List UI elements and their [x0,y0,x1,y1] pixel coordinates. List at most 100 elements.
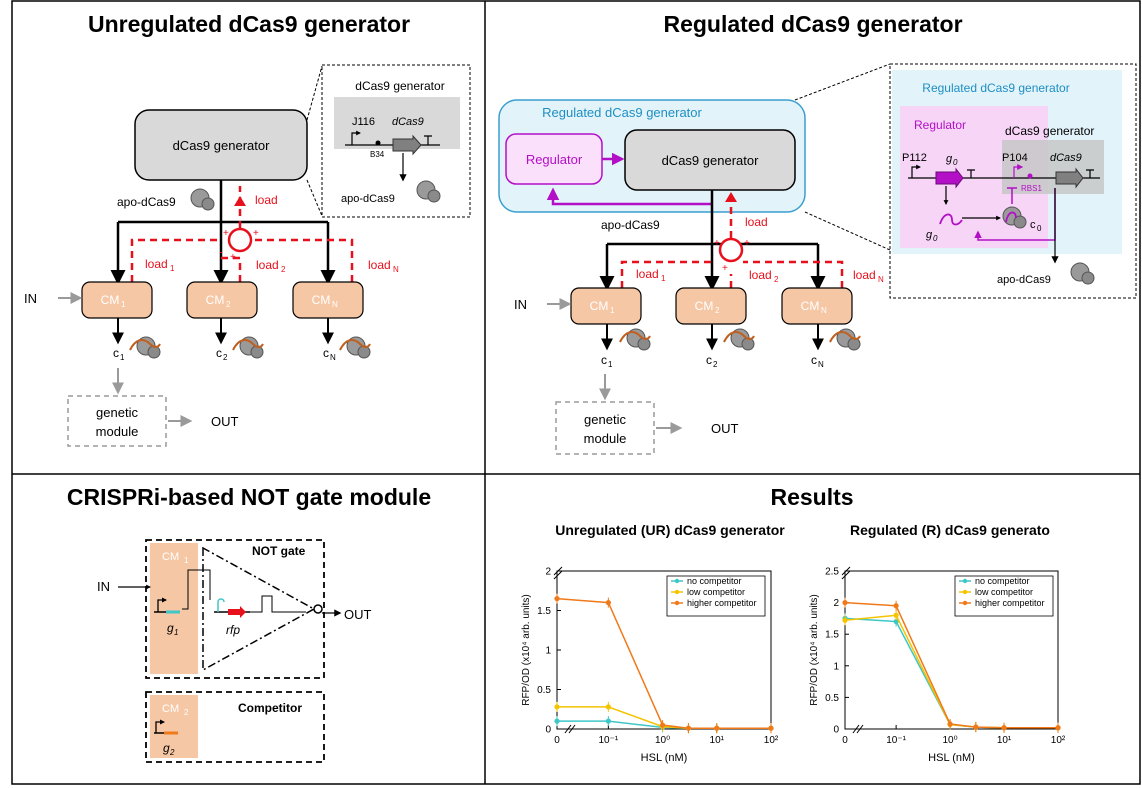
panel-results: Results Unregulated (UR) dCas9 generator… [521,484,1066,764]
legend-label: higher competitor [687,598,757,608]
genetic-module-line1: genetic [96,405,138,420]
reg-sum-plus-right: + [744,238,750,249]
axis-break-mark [852,724,860,734]
y-tick-label: 1.5 [537,606,551,617]
axis-break-mark [856,724,864,734]
plot-area [844,570,1059,730]
sum-plus-left: + [223,228,229,239]
y-axis-label: RFP/OD (x10⁴ arb. units) [521,594,532,706]
complexN-icon [339,336,371,359]
reg-load1-label: load [636,267,659,281]
load2-sub: 2 [281,265,286,274]
notgate-dashed-box [145,539,325,679]
y-tick-label: 0 [545,725,551,736]
notgate-cm1-sub: 1 [184,556,189,565]
inset-g0-label: g [946,153,953,165]
not-gate-bubble-icon [313,604,323,614]
series-line [556,597,771,729]
reg-load1-sub: 1 [661,274,666,283]
x-axis-label: HSL (nM) [641,752,688,764]
terminator-g0-icon [967,169,975,178]
inset-rbs-label: B34 [370,150,385,159]
g1-label: g [167,621,174,635]
y-tick-label: 2 [545,567,551,578]
inset-regulated-title: Regulated dCas9 generator [922,81,1069,95]
g1-sub: 1 [174,628,178,637]
x-tick-label: 0 [842,735,848,746]
cmN-sub: N [332,300,338,309]
regulated-apo-label: apo-dCas9 [601,218,660,232]
rbs1-icon [1027,173,1033,179]
rfp-label: rfp [226,623,240,637]
output-label: OUT [211,414,239,429]
reg-cm2-sub: 2 [715,306,720,315]
load-summation-node [227,227,253,253]
reg-genetic-module-line1: genetic [584,412,626,427]
dcas9-cds-icon [1055,167,1084,189]
cm2-sub: 2 [226,300,231,309]
regulated-feedback-arrow [546,187,712,206]
inset-regulated [889,63,1137,299]
p112-promoter-icon [911,164,921,178]
x-axis-label: HSL (nM) [928,752,975,764]
reg-complex1-icon [619,328,651,351]
inset-rbs1-label: RBS1 [1021,184,1042,193]
inset-regulated-apo-label: apo-dCas9 [997,274,1051,286]
regulator-label: Regulator [526,152,583,167]
inset-g0b-label: g [926,229,933,241]
genetic-module-box [67,395,167,447]
x-tick-label: 10⁻¹ [598,735,618,746]
notgate-cm1-label: CM [162,551,179,563]
load-feedback [130,186,354,282]
rfp-cds-icon [228,606,246,618]
y-axis-label: RFP/OD (x10⁴ arb. units) [809,594,820,706]
loadN-sub: N [393,265,399,274]
inset-connector-top [306,65,323,121]
x-tick-label: 10² [764,735,779,746]
reg-c2-label: c [706,353,712,367]
inset-g0b-sub: 0 [933,234,938,243]
reg-sum-plus-left: + [714,238,720,249]
reg-load2-label: load [749,268,772,282]
reg-c2-sub: 2 [713,360,718,369]
inset-generator-label: dCas9 generator [1005,124,1094,138]
legend-marker [962,578,968,584]
rfp-promoter-icon [217,598,225,612]
axis-break-mark [841,570,851,580]
chart-regulated: Regulated (R) dCas9 generato00.511.522.5… [809,522,1066,764]
genetic-module-line2: module [96,424,139,439]
notgate-label: NOT gate [252,544,306,558]
regulated-outer-label: Regulated dCas9 generator [542,105,702,120]
cds-arrow-icon [392,134,422,156]
notgate-input-label: IN [97,579,110,594]
inset-dcas9-label: dCas9 [1050,152,1082,164]
inset-c0-label: c [1030,219,1036,231]
reg-load-label: load [745,215,768,229]
x-tick-label: 10⁻¹ [886,735,906,746]
panel-notgate: CRISPRi-based NOT gate module CM 1 NOT g… [67,484,431,763]
x-tick-label: 10⁰ [655,735,670,746]
legend-label: higher competitor [975,598,1045,608]
plot-area [556,570,772,730]
inset-apo-dcas9-icon [416,180,441,203]
complex1-icon [129,336,161,359]
inset-p112-label: P112 [902,152,927,164]
reg-output-label: OUT [711,421,739,436]
axis-break-mark [564,724,572,734]
reg-input-label: IN [514,297,527,312]
regulated-dcas9-generator-label: dCas9 generator [662,153,760,168]
g1-to-rfp-line [182,569,211,610]
cN-label: c [323,346,329,360]
panel-title-notgate: CRISPRi-based NOT gate module [67,484,431,510]
inset-promoter-label: J116 [352,116,375,128]
legend-marker [962,589,968,595]
load1-sub: 1 [170,264,175,273]
inset-c0-sub: 0 [1037,224,1042,233]
inset-gene-label: dCas9 [392,116,424,128]
axis-break-mark [568,724,576,734]
cm2-label: CM [206,293,225,307]
g1-promoter-icon [157,597,168,612]
terminator-dcas9-icon [1086,169,1094,178]
inset-connector-bottom [306,179,323,217]
